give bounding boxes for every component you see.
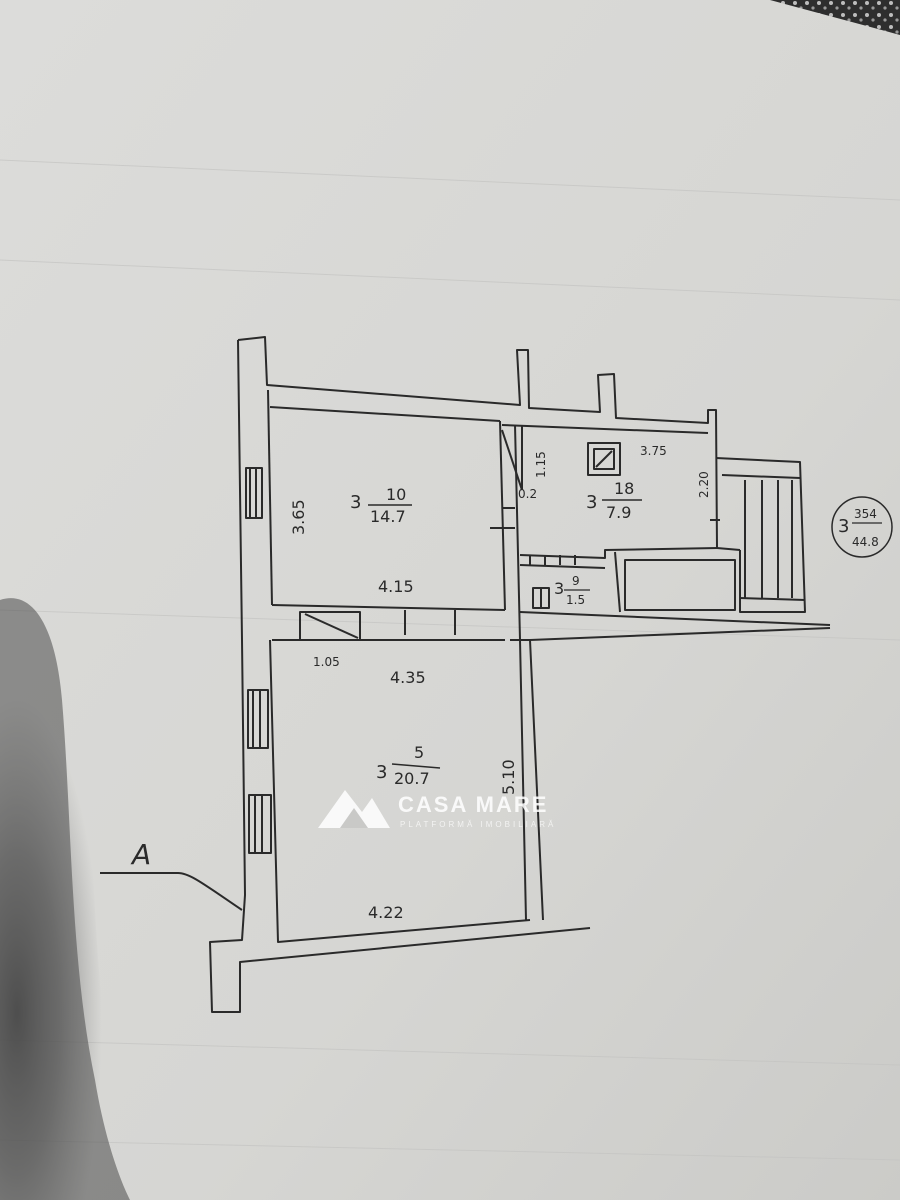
- stove-symbol: [587, 442, 621, 476]
- left-exterior-outer: [209, 339, 591, 1013]
- dim-door-a: 1.15: [534, 451, 548, 478]
- dim-door-c: 1.05: [313, 655, 340, 669]
- dim-kitchen-height: 2.20: [697, 471, 711, 498]
- casa-mare-watermark: CASA MARE PLATFORMĂ IMOBILIARĂ: [318, 790, 556, 829]
- dim-room1-height: 3.65: [289, 499, 308, 535]
- svg-text:14.7: 14.7: [370, 507, 406, 526]
- svg-text:1.5: 1.5: [566, 593, 585, 607]
- section-marker-line: [100, 872, 243, 911]
- kitchen-counter: [624, 559, 736, 611]
- dim-room1-width: 4.15: [378, 577, 414, 596]
- room-4-label: 3 5 20.7: [376, 743, 441, 788]
- bathroom-right-wall: [614, 551, 621, 613]
- window-3: [248, 794, 272, 854]
- dim-room4-height: 5.10: [499, 759, 518, 795]
- door-room4: [299, 611, 361, 641]
- balcony-inner: [721, 474, 801, 479]
- kitchen-bottom-wall-2: [529, 627, 831, 641]
- dim-room4-top: 4.35: [390, 668, 426, 687]
- svg-text:9: 9: [572, 574, 580, 588]
- left-exterior-inner: [267, 389, 273, 606]
- watermark-brand: CASA MARE: [398, 792, 548, 817]
- svg-text:3: 3: [350, 492, 361, 513]
- outer-wall-left: [237, 336, 741, 551]
- window-2: [247, 689, 269, 749]
- left-exterior-inner-2: [269, 639, 531, 943]
- dim-room4-bottom: 4.22: [368, 903, 404, 922]
- svg-text:3: 3: [376, 762, 387, 783]
- partition-room1-room4: [271, 604, 506, 611]
- watermark-tagline: PLATFORMĂ IMOBILIARĂ: [400, 820, 556, 829]
- svg-text:7.9: 7.9: [606, 503, 631, 522]
- svg-text:3: 3: [838, 516, 849, 537]
- summary-badge: 3 354 44.8: [831, 496, 893, 558]
- svg-text:354: 354: [854, 507, 877, 521]
- plan-drawing: [100, 336, 831, 1013]
- dim-door-b: 0.2: [518, 487, 537, 501]
- bathroom-wall-2: [519, 564, 606, 569]
- section-marker-label: A: [130, 838, 151, 871]
- room-3-label: 3 9 1.5: [554, 574, 590, 607]
- svg-text:18: 18: [614, 479, 634, 498]
- bathroom-wall: [519, 547, 719, 559]
- svg-text:3: 3: [586, 492, 597, 513]
- kitchen-top-wall: [501, 424, 709, 434]
- svg-text:20.7: 20.7: [394, 769, 430, 788]
- svg-text:44.8: 44.8: [852, 535, 879, 549]
- partition-room1-corridor: [499, 420, 506, 611]
- room1-top-wall: [269, 406, 501, 422]
- paper-lines: [0, 159, 900, 1161]
- balcony-outline: [715, 457, 806, 613]
- kitchen-bottom-wall: [519, 611, 831, 626]
- room-2-label: 3 18 7.9: [586, 479, 642, 522]
- window-1: [245, 467, 263, 519]
- svg-text:10: 10: [386, 485, 406, 504]
- svg-text:5: 5: [414, 743, 424, 762]
- dim-kitchen-width: 3.75: [640, 444, 667, 458]
- svg-text:3: 3: [554, 579, 564, 598]
- hand-shadow-core: [0, 598, 130, 1200]
- room-1-label: 3 10 14.7: [350, 485, 412, 526]
